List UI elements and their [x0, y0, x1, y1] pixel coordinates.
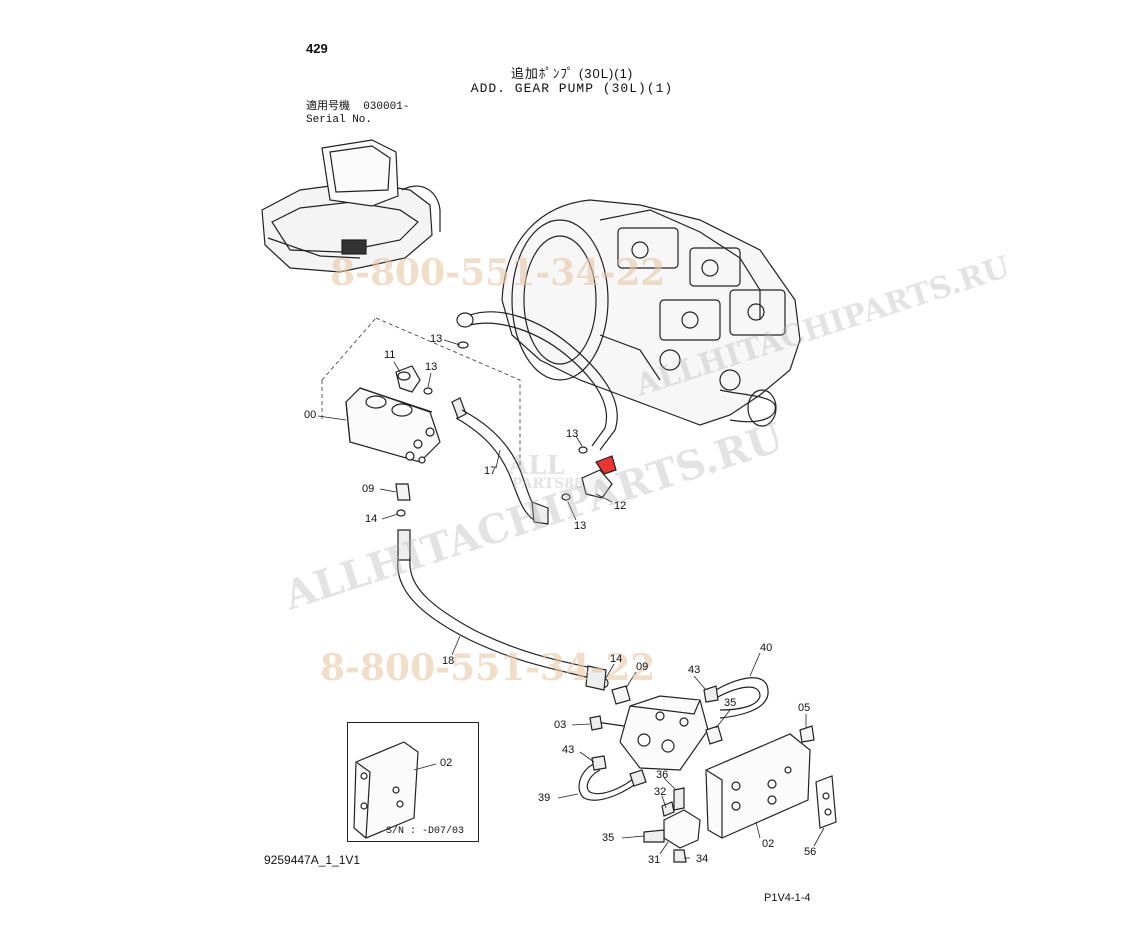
callout-09: 09	[636, 661, 649, 673]
callout-05: 05	[798, 702, 811, 714]
page-number: 429	[306, 41, 328, 56]
elbow-fitting	[395, 365, 421, 393]
serial-range-inset	[347, 722, 479, 842]
callout-14: 14	[365, 513, 378, 525]
callout-14: 14	[610, 653, 623, 665]
callout-32: 32	[654, 786, 667, 798]
excavator-overview	[261, 139, 441, 273]
watermark-phone-lower: 8-800-551-34-22	[320, 647, 655, 689]
adapter-12	[581, 455, 617, 499]
junction-block	[643, 787, 701, 863]
serial-range-note: S/N : -D07/03	[386, 826, 465, 837]
reference-frame	[321, 317, 521, 470]
serial-label-en: Serial No.	[306, 114, 373, 126]
callout-13: 13	[425, 361, 438, 373]
callout-35: 35	[724, 697, 737, 709]
serial-value: 030001-	[363, 101, 410, 113]
document-id: 9259447A_1_1V1	[264, 853, 361, 867]
callout-40: 40	[760, 642, 773, 654]
bracket-56	[815, 775, 837, 829]
callout-34: 34	[696, 853, 709, 865]
callout-13: 13	[566, 428, 579, 440]
callout-00: 00	[304, 409, 317, 421]
title-japanese: 追加ﾎﾟﾝﾌﾟ (30L)(1)	[510, 66, 634, 81]
callout-43: 43	[562, 744, 575, 756]
watermark-site-diagonal: ALLHITACHIPARTS.RU	[278, 414, 789, 620]
callout-43: 43	[688, 664, 701, 676]
watermark-logo-a: ALL	[507, 451, 565, 481]
hose-39	[578, 755, 647, 801]
main-pump-assembly	[501, 199, 801, 427]
reference-code: P1V4-1-4	[764, 892, 811, 904]
callout-56: 56	[804, 846, 817, 858]
fitting-35-upper	[705, 725, 723, 745]
pump-hose	[456, 311, 618, 451]
callout-36: 36	[656, 769, 669, 781]
callout-13: 13	[574, 520, 587, 532]
callout-02: 02	[762, 838, 775, 850]
callout-02: 02	[440, 757, 453, 769]
hose-18	[397, 529, 607, 691]
callout-09: 09	[362, 483, 375, 495]
inset-bracket	[353, 741, 419, 839]
serial-block: 適用号機 030001- Serial No.	[306, 101, 409, 127]
watermark-phone-upper: 8-800-551-34-22	[330, 252, 665, 294]
callout-18: 18	[442, 655, 455, 667]
callout-11: 11	[384, 349, 396, 361]
hose-40	[703, 677, 769, 719]
fitting-09-upper	[395, 483, 411, 501]
gear-pump	[345, 387, 441, 464]
valve-block	[589, 695, 709, 771]
callout-03: 03	[554, 719, 567, 731]
pin-05	[799, 725, 815, 743]
bracket-plate	[705, 733, 811, 839]
fitting-09-lower	[611, 685, 631, 705]
leader-lines	[317, 339, 825, 859]
callout-31: 31	[648, 854, 661, 866]
serial-label-jp: 適用号機	[306, 101, 350, 113]
watermark-logo-b: PARTS88	[512, 476, 584, 492]
callout-13: 13	[430, 333, 443, 345]
hose-17	[451, 397, 549, 525]
callout-12: 12	[614, 500, 627, 512]
title-english: ADD. GEAR PUMP (30L)(1)	[470, 81, 674, 96]
callout-35: 35	[602, 832, 615, 844]
callout-39: 39	[538, 792, 551, 804]
callout-17: 17	[484, 465, 497, 477]
